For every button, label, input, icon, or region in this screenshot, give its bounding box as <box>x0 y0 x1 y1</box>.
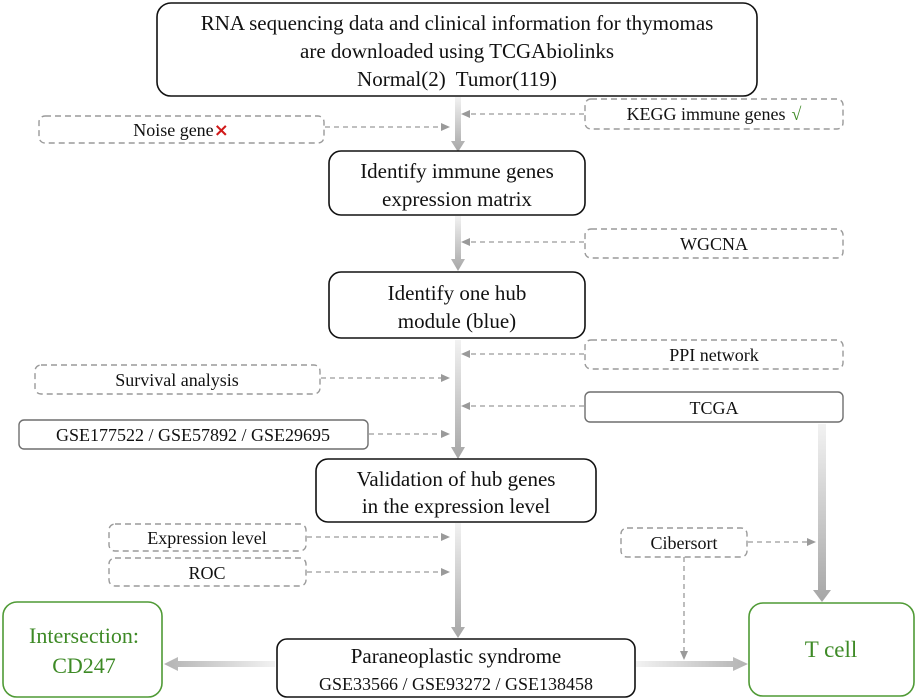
roc-box: ROC <box>108 557 307 587</box>
paraneoplastic-line2: GSE33566 / GSE93272 / GSE138458 <box>319 674 593 694</box>
hub-module-box-frame <box>328 271 586 339</box>
survival-box: Survival analysis <box>34 364 321 395</box>
check-mark-icon: √ <box>792 104 802 124</box>
download-line3: Normal(2) Tumor(119) <box>357 67 557 91</box>
wgcna-label: WGCNA <box>680 234 748 254</box>
arrow-validation-to-paraneoplastic <box>451 523 465 638</box>
noise-gene-box: Noise gene× <box>38 115 325 144</box>
kegg-box: KEGG immune genes √ <box>584 98 844 130</box>
validation-line1: Validation of hub genes <box>357 467 556 491</box>
noise-gene-text: Noise gene× <box>133 120 229 141</box>
validation-box: Validation of hub genes in the expressio… <box>315 458 597 523</box>
expression-level-box: Expression level <box>108 523 307 552</box>
tcga-frame <box>584 391 844 423</box>
kegg-text: KEGG immune genes √ <box>627 104 802 124</box>
gse-validation-label: GSE177522 / GSE57892 / GSE29695 <box>56 425 330 445</box>
paraneoplastic-box-frame <box>276 638 636 698</box>
arrowhead-expression <box>441 533 450 541</box>
hub-module-box: Identify one hub module (blue) <box>328 271 586 339</box>
t-cell-label: T cell <box>805 637 858 662</box>
intersection-frame <box>2 601 163 698</box>
paraneoplastic-box: Paraneoplastic syndrome GSE33566 / GSE93… <box>276 638 636 698</box>
download-box: RNA sequencing data and clinical informa… <box>156 2 758 97</box>
cibersort-label: Cibersort <box>651 533 718 553</box>
side-input-arrows <box>307 113 808 652</box>
tcga-box: TCGA <box>584 391 844 423</box>
immune-matrix-box-frame <box>328 150 586 216</box>
arrow-paraneoplastic-to-tcell <box>636 657 748 671</box>
roc-label: ROC <box>188 563 225 583</box>
cross-mark-icon: × <box>214 120 229 141</box>
expression-level-frame <box>108 523 307 552</box>
arrowhead-roc <box>441 568 450 576</box>
cibersort-box: Cibersort <box>620 527 748 558</box>
arrow-matrix-to-hub <box>451 216 465 271</box>
survival-frame <box>34 364 321 395</box>
kegg-frame <box>584 98 844 130</box>
intersection-line1: Intersection: <box>29 623 139 648</box>
expression-level-label: Expression level <box>147 528 266 548</box>
arrow-tcga-to-tcell <box>813 424 831 602</box>
roc-frame <box>108 557 307 587</box>
gse-validation-frame <box>18 419 369 450</box>
side-input-arrowheads <box>441 110 816 660</box>
wgcna-box: WGCNA <box>584 228 844 259</box>
noise-gene-frame <box>38 115 325 144</box>
ppi-label: PPI network <box>669 345 759 365</box>
survival-label: Survival analysis <box>115 370 239 390</box>
main-flow-arrows <box>164 97 831 671</box>
arrowhead-wgcna <box>461 238 470 246</box>
arrow-paraneoplastic-to-intersection <box>164 657 275 671</box>
cibersort-frame <box>620 527 748 558</box>
tcga-label: TCGA <box>690 398 739 418</box>
intersection-box: Intersection: CD247 <box>2 601 163 698</box>
paraneoplastic-line1: Paraneoplastic syndrome <box>351 644 562 668</box>
ppi-frame <box>584 339 844 370</box>
download-box-frame <box>156 2 758 97</box>
immune-matrix-line1: Identify immune genes <box>360 159 554 183</box>
validation-box-frame <box>315 458 597 523</box>
validation-line2: in the expression level <box>362 494 551 518</box>
arrow-hub-to-validation <box>451 340 465 459</box>
immune-matrix-box: Identify immune genes expression matrix <box>328 150 586 216</box>
arrowhead-noise <box>441 123 450 131</box>
gse-validation-box: GSE177522 / GSE57892 / GSE29695 <box>18 419 369 450</box>
intersection-line2: CD247 <box>52 653 116 678</box>
arrowhead-cibersort-right <box>807 538 816 546</box>
arrow-download-to-matrix <box>451 97 465 152</box>
hub-module-line1: Identify one hub <box>388 281 527 305</box>
ppi-box: PPI network <box>584 339 844 370</box>
arrowhead-tcga <box>461 402 470 410</box>
arrowhead-kegg <box>461 110 470 118</box>
arrowhead-ppi <box>461 350 470 358</box>
kegg-label: KEGG immune genes <box>627 104 786 124</box>
arrowhead-cibersort-down <box>680 651 688 660</box>
hub-module-line2: module (blue) <box>398 309 516 333</box>
t-cell-box: T cell <box>748 602 915 697</box>
arrowhead-survival <box>441 374 450 382</box>
wgcna-frame <box>584 228 844 259</box>
noise-gene-label: Noise gene <box>133 120 213 140</box>
t-cell-frame <box>748 602 915 697</box>
arrowhead-gse <box>441 430 450 438</box>
download-line2: are downloaded using TCGAbiolinks <box>300 39 614 63</box>
download-line1: RNA sequencing data and clinical informa… <box>201 11 714 35</box>
immune-matrix-line2: expression matrix <box>382 187 532 211</box>
